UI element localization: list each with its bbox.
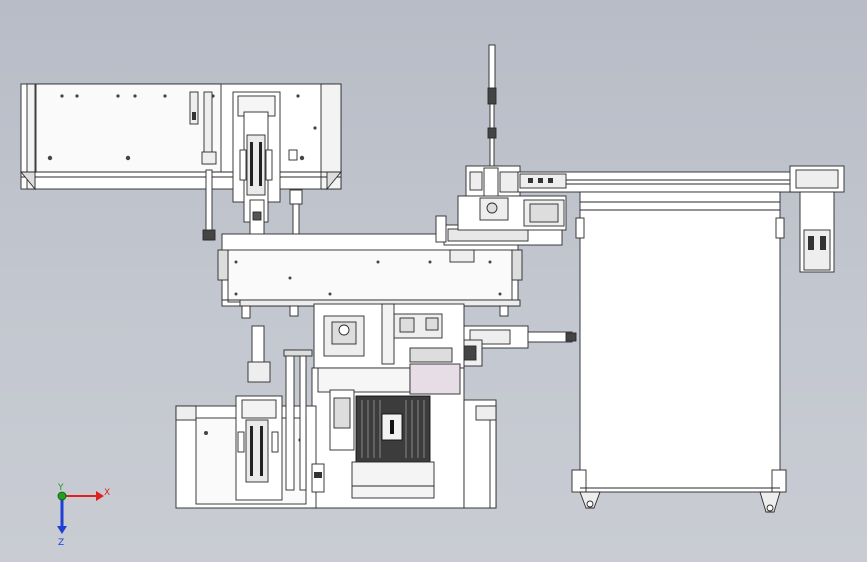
- y-axis-dot: [57, 491, 67, 501]
- right-table: [571, 191, 787, 513]
- z-axis-label: Z: [58, 538, 64, 548]
- axis-triad: X Y Z: [57, 483, 110, 548]
- upper-slide-carriage: [202, 91, 303, 247]
- x-axis-label: X: [104, 488, 110, 498]
- lower-slide-carriage: [235, 325, 325, 501]
- y-axis-label: Y: [57, 483, 64, 493]
- vertical-rod: [487, 44, 497, 179]
- x-axis-arrowhead: [96, 491, 104, 501]
- z-axis-arrowhead: [57, 526, 67, 534]
- cylinder-right: [451, 325, 577, 367]
- upper-left-plate: [20, 83, 342, 191]
- central-frame: [217, 224, 563, 319]
- motor: [351, 395, 435, 499]
- middle-mechanism: [313, 303, 465, 369]
